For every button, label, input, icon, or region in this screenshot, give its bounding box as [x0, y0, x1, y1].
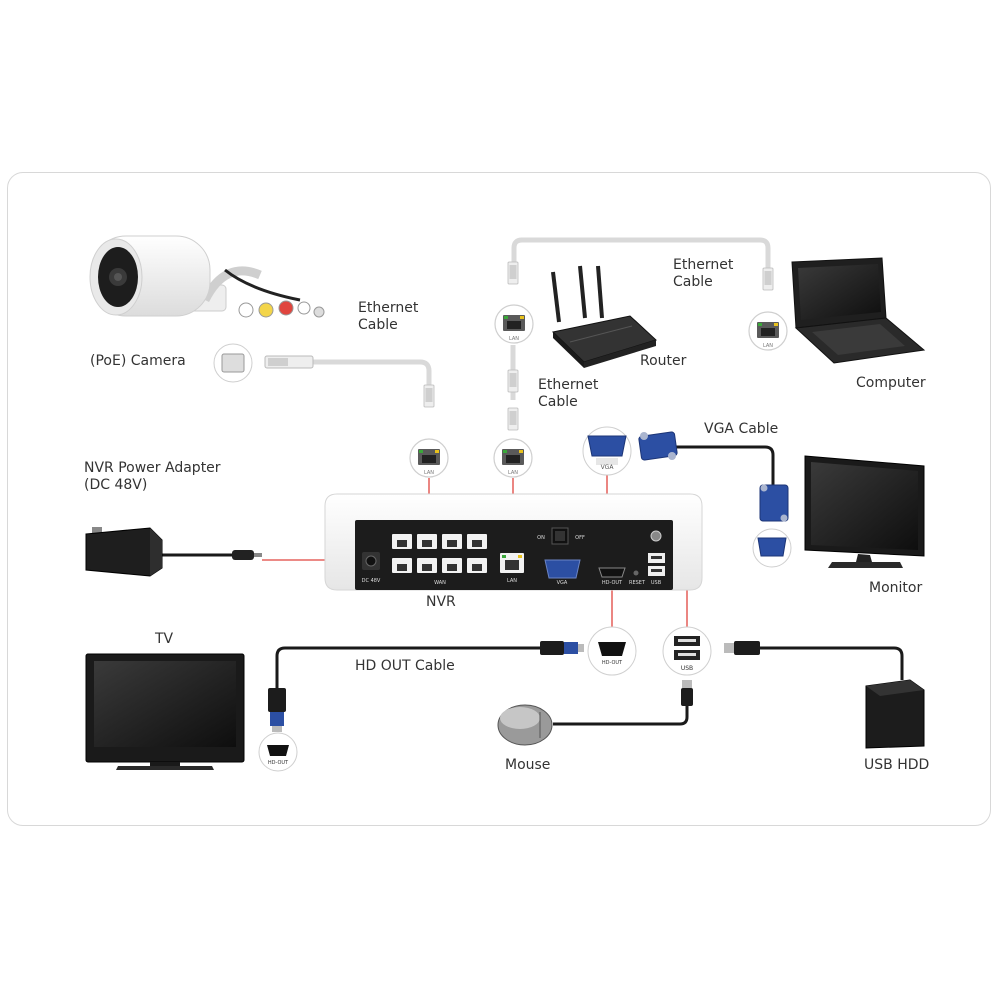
nvr-label-lan: LAN [507, 578, 517, 584]
label-nvr-power-adapter-line1: NVR Power Adapter [84, 460, 221, 476]
label-ethernet-cable-router-line2: Cable [538, 394, 578, 410]
hdmi-plug-tv-icon [268, 688, 286, 732]
nvr-label-on: ON [537, 535, 545, 541]
label-ethernet-cable-router: Ethernet Cable [538, 377, 598, 411]
lan-circle-label-nvr: LAN [508, 470, 518, 476]
label-poe-camera: (PoE) Camera [90, 353, 186, 369]
hdd-icon [865, 679, 925, 749]
lan-circle-label-router: LAN [509, 336, 519, 342]
nvr-label-vga: VGA [557, 580, 568, 586]
label-ethernet-cable-camera: Ethernet Cable [358, 300, 418, 334]
label-ethernet-cable-computer-line2: Cable [673, 274, 713, 290]
mouse-cable [553, 700, 689, 726]
label-tv: TV [155, 631, 174, 647]
hdmi-port-circle-nvr-icon [587, 626, 637, 676]
nvr-label-reset: RESET [629, 580, 646, 586]
usb-plug-mouse-icon [681, 680, 693, 706]
hdmi-circle-label-tv: HD-OUT [268, 760, 289, 766]
ethernet-cable-camera-nvr [312, 359, 432, 390]
tv-icon [85, 653, 245, 770]
usb-hdd-cable [760, 646, 904, 680]
nvr-label-usb: USB [651, 580, 662, 586]
label-nvr: NVR [426, 594, 456, 610]
monitor-icon [804, 455, 925, 568]
nvr-label-dc48v: DC 48V [362, 578, 381, 584]
hd-out-cable [275, 646, 545, 690]
rj45-plug-camera [264, 355, 314, 369]
label-ethernet-cable-camera-line2: Cable [358, 317, 398, 333]
power-adapter-icon [85, 527, 262, 577]
lan-circle-label-computer: LAN [763, 343, 773, 349]
label-hd-out-cable: HD OUT Cable [355, 658, 455, 674]
nvr-label-wan: WAN [434, 580, 446, 586]
vga-plug-bottom-icon [759, 484, 789, 522]
hdmi-circle-label-nvr: HD-OUT [602, 660, 623, 666]
vga-port-monitor-icon [752, 528, 792, 568]
rj45-plug-router-bottom-a [507, 369, 519, 393]
lan-circle-label-poe: LAN [424, 470, 434, 476]
vga-port-circle-icon [582, 426, 632, 476]
camera-icon [89, 235, 325, 383]
nvr-label-off: OFF [575, 535, 585, 541]
laptop-icon [791, 257, 926, 364]
rj45-plug-computer [762, 267, 774, 291]
label-computer: Computer [856, 375, 926, 391]
vga-plug-top-icon [638, 431, 678, 461]
label-vga-cable: VGA Cable [704, 421, 779, 437]
label-ethernet-cable-computer: Ethernet Cable [673, 257, 733, 291]
label-ethernet-cable-camera-line1: Ethernet [358, 300, 419, 316]
usb-plug-hdd-icon [724, 641, 760, 655]
mouse-icon [497, 704, 553, 746]
rj45-plug-nvr-camera [423, 384, 435, 408]
nvr-icon [324, 493, 703, 591]
usb-port-circle-icon [662, 626, 712, 676]
label-ethernet-cable-computer-line1: Ethernet [673, 257, 734, 273]
label-nvr-power-adapter: NVR Power Adapter (DC 48V) [84, 460, 221, 494]
rj45-plug-router-bottom-b [507, 407, 519, 431]
label-mouse: Mouse [505, 757, 551, 773]
vga-circle-label: VGA [601, 464, 615, 471]
label-router: Router [640, 353, 687, 369]
label-nvr-power-adapter-line2: (DC 48V) [84, 477, 148, 493]
usb-circle-label: USB [681, 665, 693, 672]
label-monitor: Monitor [869, 580, 923, 596]
hdmi-plug-nvr-icon [540, 641, 584, 655]
label-ethernet-cable-router-line1: Ethernet [538, 377, 599, 393]
ethernet-cable-router-computer [511, 237, 771, 268]
hdmi-port-circle-tv-icon [258, 732, 298, 772]
label-usb-hdd: USB HDD [864, 757, 930, 773]
rj45-plug-router-top [507, 261, 519, 285]
router-icon [551, 265, 657, 368]
nvr-label-hdout: HD-OUT [602, 580, 623, 586]
vga-cable [676, 445, 775, 485]
